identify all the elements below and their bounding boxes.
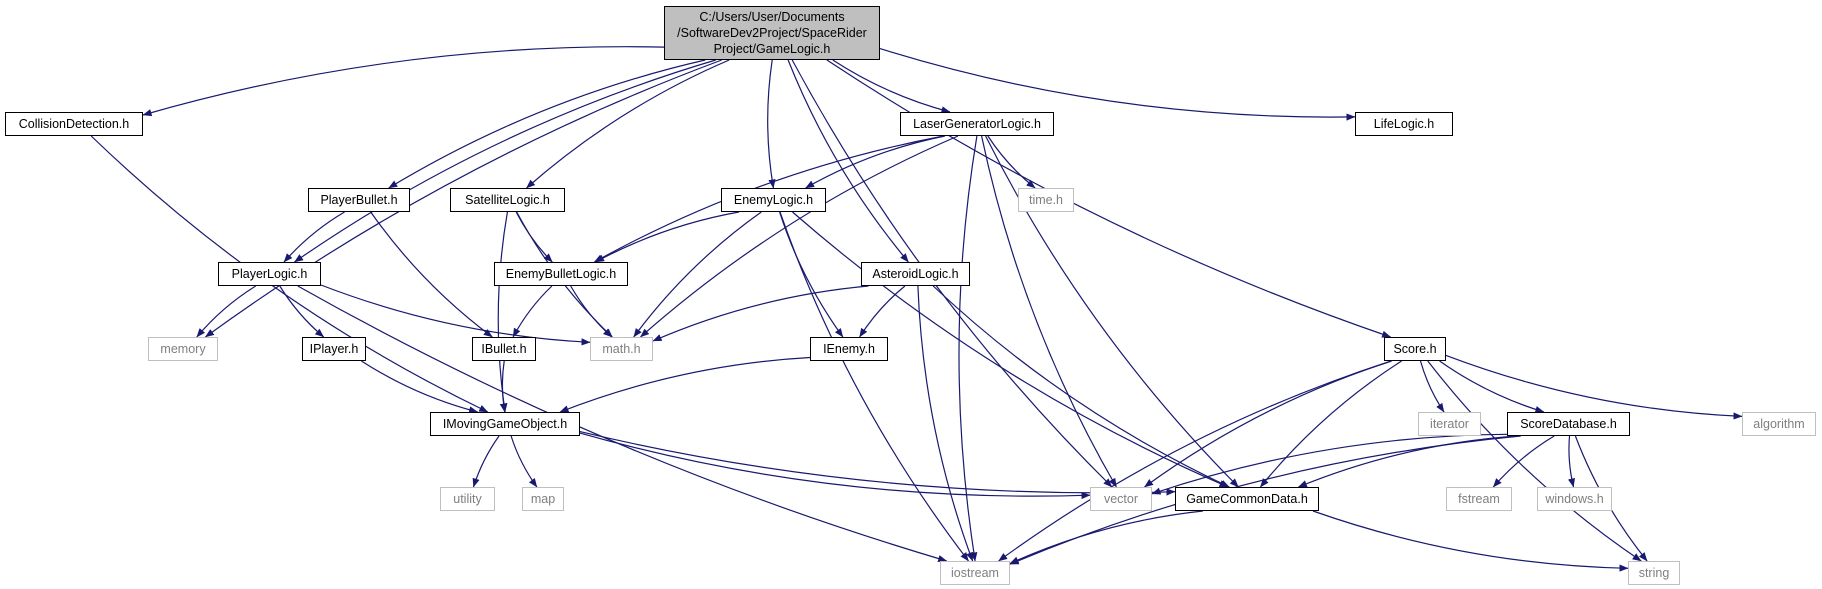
edge-enemy-to-gcd xyxy=(792,211,1229,488)
edge-laser-to-math xyxy=(640,135,959,338)
node-algorithm: algorithm xyxy=(1742,412,1816,436)
node-time: time.h xyxy=(1018,188,1074,212)
edge-laser-to-time xyxy=(987,135,1036,189)
edge-enemybullet-to-math xyxy=(570,285,613,338)
node-utility: utility xyxy=(440,487,495,511)
edge-playerlogic-to-iostream xyxy=(297,285,948,563)
node-asteroid[interactable]: AsteroidLogic.h xyxy=(861,262,970,286)
edge-score-to-gcd xyxy=(1259,360,1402,488)
edge-ienemy-to-imoving xyxy=(559,356,811,413)
edge-asteroid-to-math xyxy=(652,285,869,342)
edge-playerbullet-to-ibullet xyxy=(370,211,493,338)
edge-score-to-iostream xyxy=(998,360,1392,562)
node-scoredb[interactable]: ScoreDatabase.h xyxy=(1507,412,1630,436)
edge-root-to-satellite xyxy=(526,59,730,189)
edge-root-to-playerlogic xyxy=(294,59,716,263)
edge-laser-to-gcd xyxy=(985,135,1239,488)
node-life[interactable]: LifeLogic.h xyxy=(1355,112,1453,136)
edge-collision-to-imoving xyxy=(90,135,489,413)
node-laser[interactable]: LaserGeneratorLogic.h xyxy=(900,112,1054,136)
node-ienemy[interactable]: IEnemy.h xyxy=(810,337,888,361)
edge-imoving-to-utility xyxy=(472,435,500,488)
edge-scoredb-to-gcd xyxy=(1297,435,1518,488)
edge-gcd-to-string xyxy=(1312,510,1629,572)
node-string: string xyxy=(1628,561,1680,585)
edge-laser-to-vector xyxy=(981,135,1117,488)
edge-root-to-life xyxy=(879,48,1356,121)
node-math: math.h xyxy=(590,337,653,361)
edge-root-to-playerbullet xyxy=(388,59,706,189)
edge-score-to-iterator xyxy=(1419,360,1445,413)
node-windows: windows.h xyxy=(1537,487,1612,511)
edge-score-to-algorithm xyxy=(1445,354,1743,420)
edge-root-to-enemy xyxy=(767,59,776,189)
node-gcd[interactable]: GameCommonData.h xyxy=(1175,487,1319,511)
node-playerlogic[interactable]: PlayerLogic.h xyxy=(218,262,321,286)
node-fstream: fstream xyxy=(1446,487,1512,511)
node-score[interactable]: Score.h xyxy=(1384,337,1446,361)
edge-playerlogic-to-memory xyxy=(196,285,257,338)
edge-laser-to-enemybullet xyxy=(593,135,944,263)
node-satellite[interactable]: SatelliteLogic.h xyxy=(450,188,565,212)
node-ibullet[interactable]: IBullet.h xyxy=(472,337,536,361)
node-root[interactable]: C:/Users/User/Documents /SoftwareDev2Pro… xyxy=(664,6,880,60)
node-iplayer[interactable]: IPlayer.h xyxy=(302,337,366,361)
edge-satellite-to-enemybullet xyxy=(515,211,553,263)
node-iterator: iterator xyxy=(1418,412,1481,436)
edge-score-to-string xyxy=(1427,360,1642,562)
edge-ibullet-to-imoving xyxy=(499,360,507,413)
edge-playerbullet-to-playerlogic xyxy=(283,211,345,263)
edge-playerlogic-to-math xyxy=(320,284,591,346)
edge-asteroid-to-gcd xyxy=(932,285,1230,488)
node-enemybullet[interactable]: EnemyBulletLogic.h xyxy=(494,262,628,286)
edge-scoredb-to-windows xyxy=(1567,435,1575,488)
edge-scoredb-to-fstream xyxy=(1492,435,1555,488)
edge-enemy-to-ienemy xyxy=(779,211,844,338)
node-map: map xyxy=(522,487,564,511)
edge-score-to-vector xyxy=(1144,360,1392,488)
edge-enemybullet-to-ibullet xyxy=(512,285,553,338)
node-imoving[interactable]: IMovingGameObject.h xyxy=(430,412,580,436)
edge-enemy-to-iostream xyxy=(779,211,969,562)
node-collision[interactable]: CollisionDetection.h xyxy=(5,112,143,136)
edge-iplayer-to-imoving xyxy=(361,360,479,414)
edge-score-to-scoredb xyxy=(1439,360,1545,413)
edge-laser-to-iostream xyxy=(958,135,978,562)
edge-root-to-score xyxy=(826,59,1392,338)
edge-enemy-to-enemybullet xyxy=(595,211,740,263)
edge-root-to-memory xyxy=(205,59,722,338)
edge-imoving-to-gcd xyxy=(579,431,1176,496)
edge-asteroid-to-ienemy xyxy=(859,285,906,338)
edge-gcd-to-iostream xyxy=(1009,510,1203,565)
edge-playerlogic-to-iplayer xyxy=(279,285,325,338)
edge-enemy-to-math xyxy=(633,211,762,338)
node-enemy[interactable]: EnemyLogic.h xyxy=(721,188,826,212)
node-playerbullet[interactable]: PlayerBullet.h xyxy=(308,188,410,212)
node-memory: memory xyxy=(148,337,218,361)
node-iostream: iostream xyxy=(940,561,1010,585)
edge-root-to-asteroid xyxy=(787,59,909,263)
edge-laser-to-enemy xyxy=(805,135,946,189)
edge-root-to-laser xyxy=(832,59,951,114)
node-vector: vector xyxy=(1090,487,1152,511)
edge-root-to-collision xyxy=(142,46,665,117)
edge-asteroid-to-iostream xyxy=(917,285,974,562)
edge-imoving-to-vector xyxy=(579,432,1091,500)
edge-imoving-to-map xyxy=(510,435,538,488)
